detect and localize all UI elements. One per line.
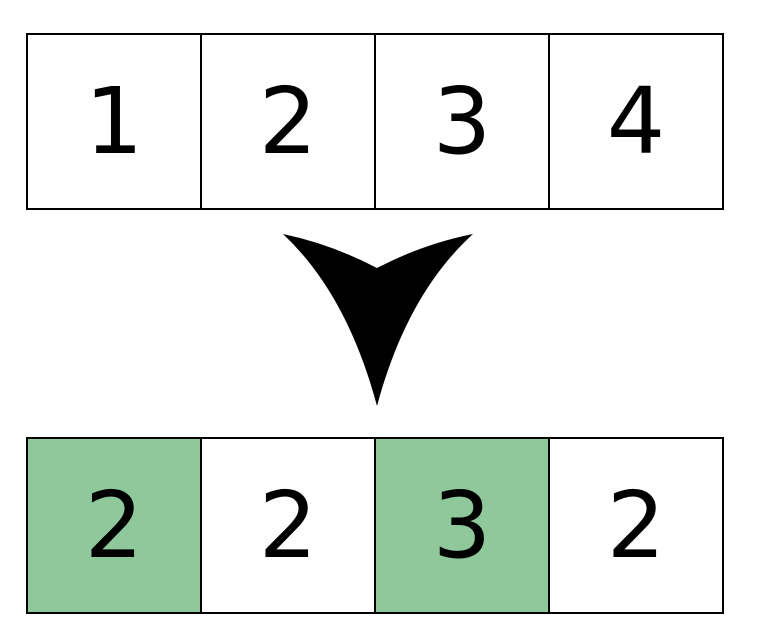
output-cell: 2	[548, 437, 724, 614]
output-cell: 2	[26, 437, 202, 614]
input-cell: 2	[200, 33, 376, 210]
arrow-down-icon	[283, 234, 473, 406]
input-cell: 4	[548, 33, 724, 210]
input-array: 1 2 3 4	[26, 33, 724, 210]
output-cell: 3	[374, 437, 550, 614]
input-cell: 3	[374, 33, 550, 210]
output-cell: 2	[200, 437, 376, 614]
output-array: 2 2 3 2	[26, 437, 724, 614]
input-cell: 1	[26, 33, 202, 210]
arrow-down-shape	[283, 234, 473, 406]
